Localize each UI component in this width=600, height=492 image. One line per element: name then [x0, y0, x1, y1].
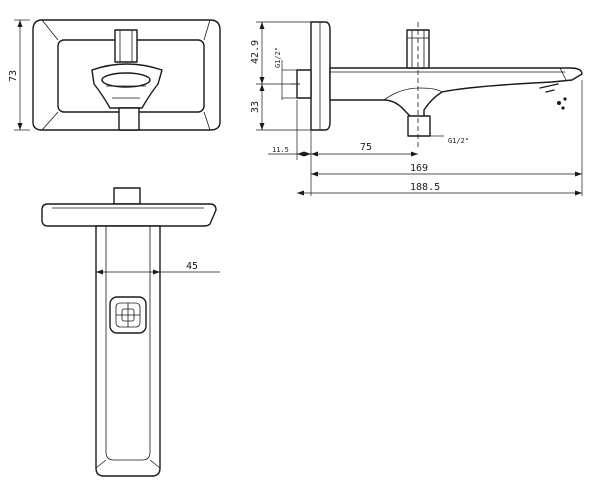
- side-spout-curve: [383, 87, 443, 101]
- side-wall-plate: [310, 21, 331, 131]
- side-bottom-inlet: [407, 115, 431, 137]
- dim-side-vertical: 42.9 33 G1/2": [250, 21, 311, 131]
- side-view: [291, 21, 583, 150]
- top-view: [41, 187, 217, 477]
- front-plate-chamfer: [41, 19, 211, 131]
- top-view-inlet: [113, 187, 141, 205]
- top-view-aerator-outer: [109, 296, 147, 334]
- top-view-plate: [41, 203, 217, 227]
- thread-top-label: G1/2": [274, 47, 282, 68]
- top-view-spout: [95, 225, 161, 477]
- side-aerator: [539, 83, 559, 93]
- dim-33-label: 33: [250, 101, 261, 113]
- front-bottom-inlet: [118, 107, 140, 131]
- dim-188-5-label: 188.5: [410, 182, 440, 193]
- side-spout-edge: [330, 67, 567, 81]
- front-top-inlet-hex: [119, 30, 133, 62]
- dim-11-5-label: 11.5: [272, 146, 289, 154]
- front-top-inlet: [114, 29, 138, 63]
- front-spout-detail: [106, 85, 146, 99]
- dim-45-label: 45: [186, 261, 198, 272]
- dim-73-label: 73: [8, 70, 19, 82]
- dim-169-label: 169: [410, 163, 428, 174]
- dim-73: 73: [8, 19, 30, 131]
- dim-thread-bottom: G1/2": [430, 135, 469, 145]
- dim-75-label: 75: [360, 142, 372, 153]
- dim-side-horizontal: 11.5 75 169 188.5: [268, 80, 583, 196]
- thread-bottom-label: G1/2": [448, 137, 469, 145]
- front-view: [32, 19, 221, 131]
- dim-45: 45: [96, 261, 220, 275]
- side-spout-body: [329, 67, 583, 119]
- front-spout-outlet: [101, 72, 151, 88]
- dim-42-9-label: 42.9: [250, 40, 261, 64]
